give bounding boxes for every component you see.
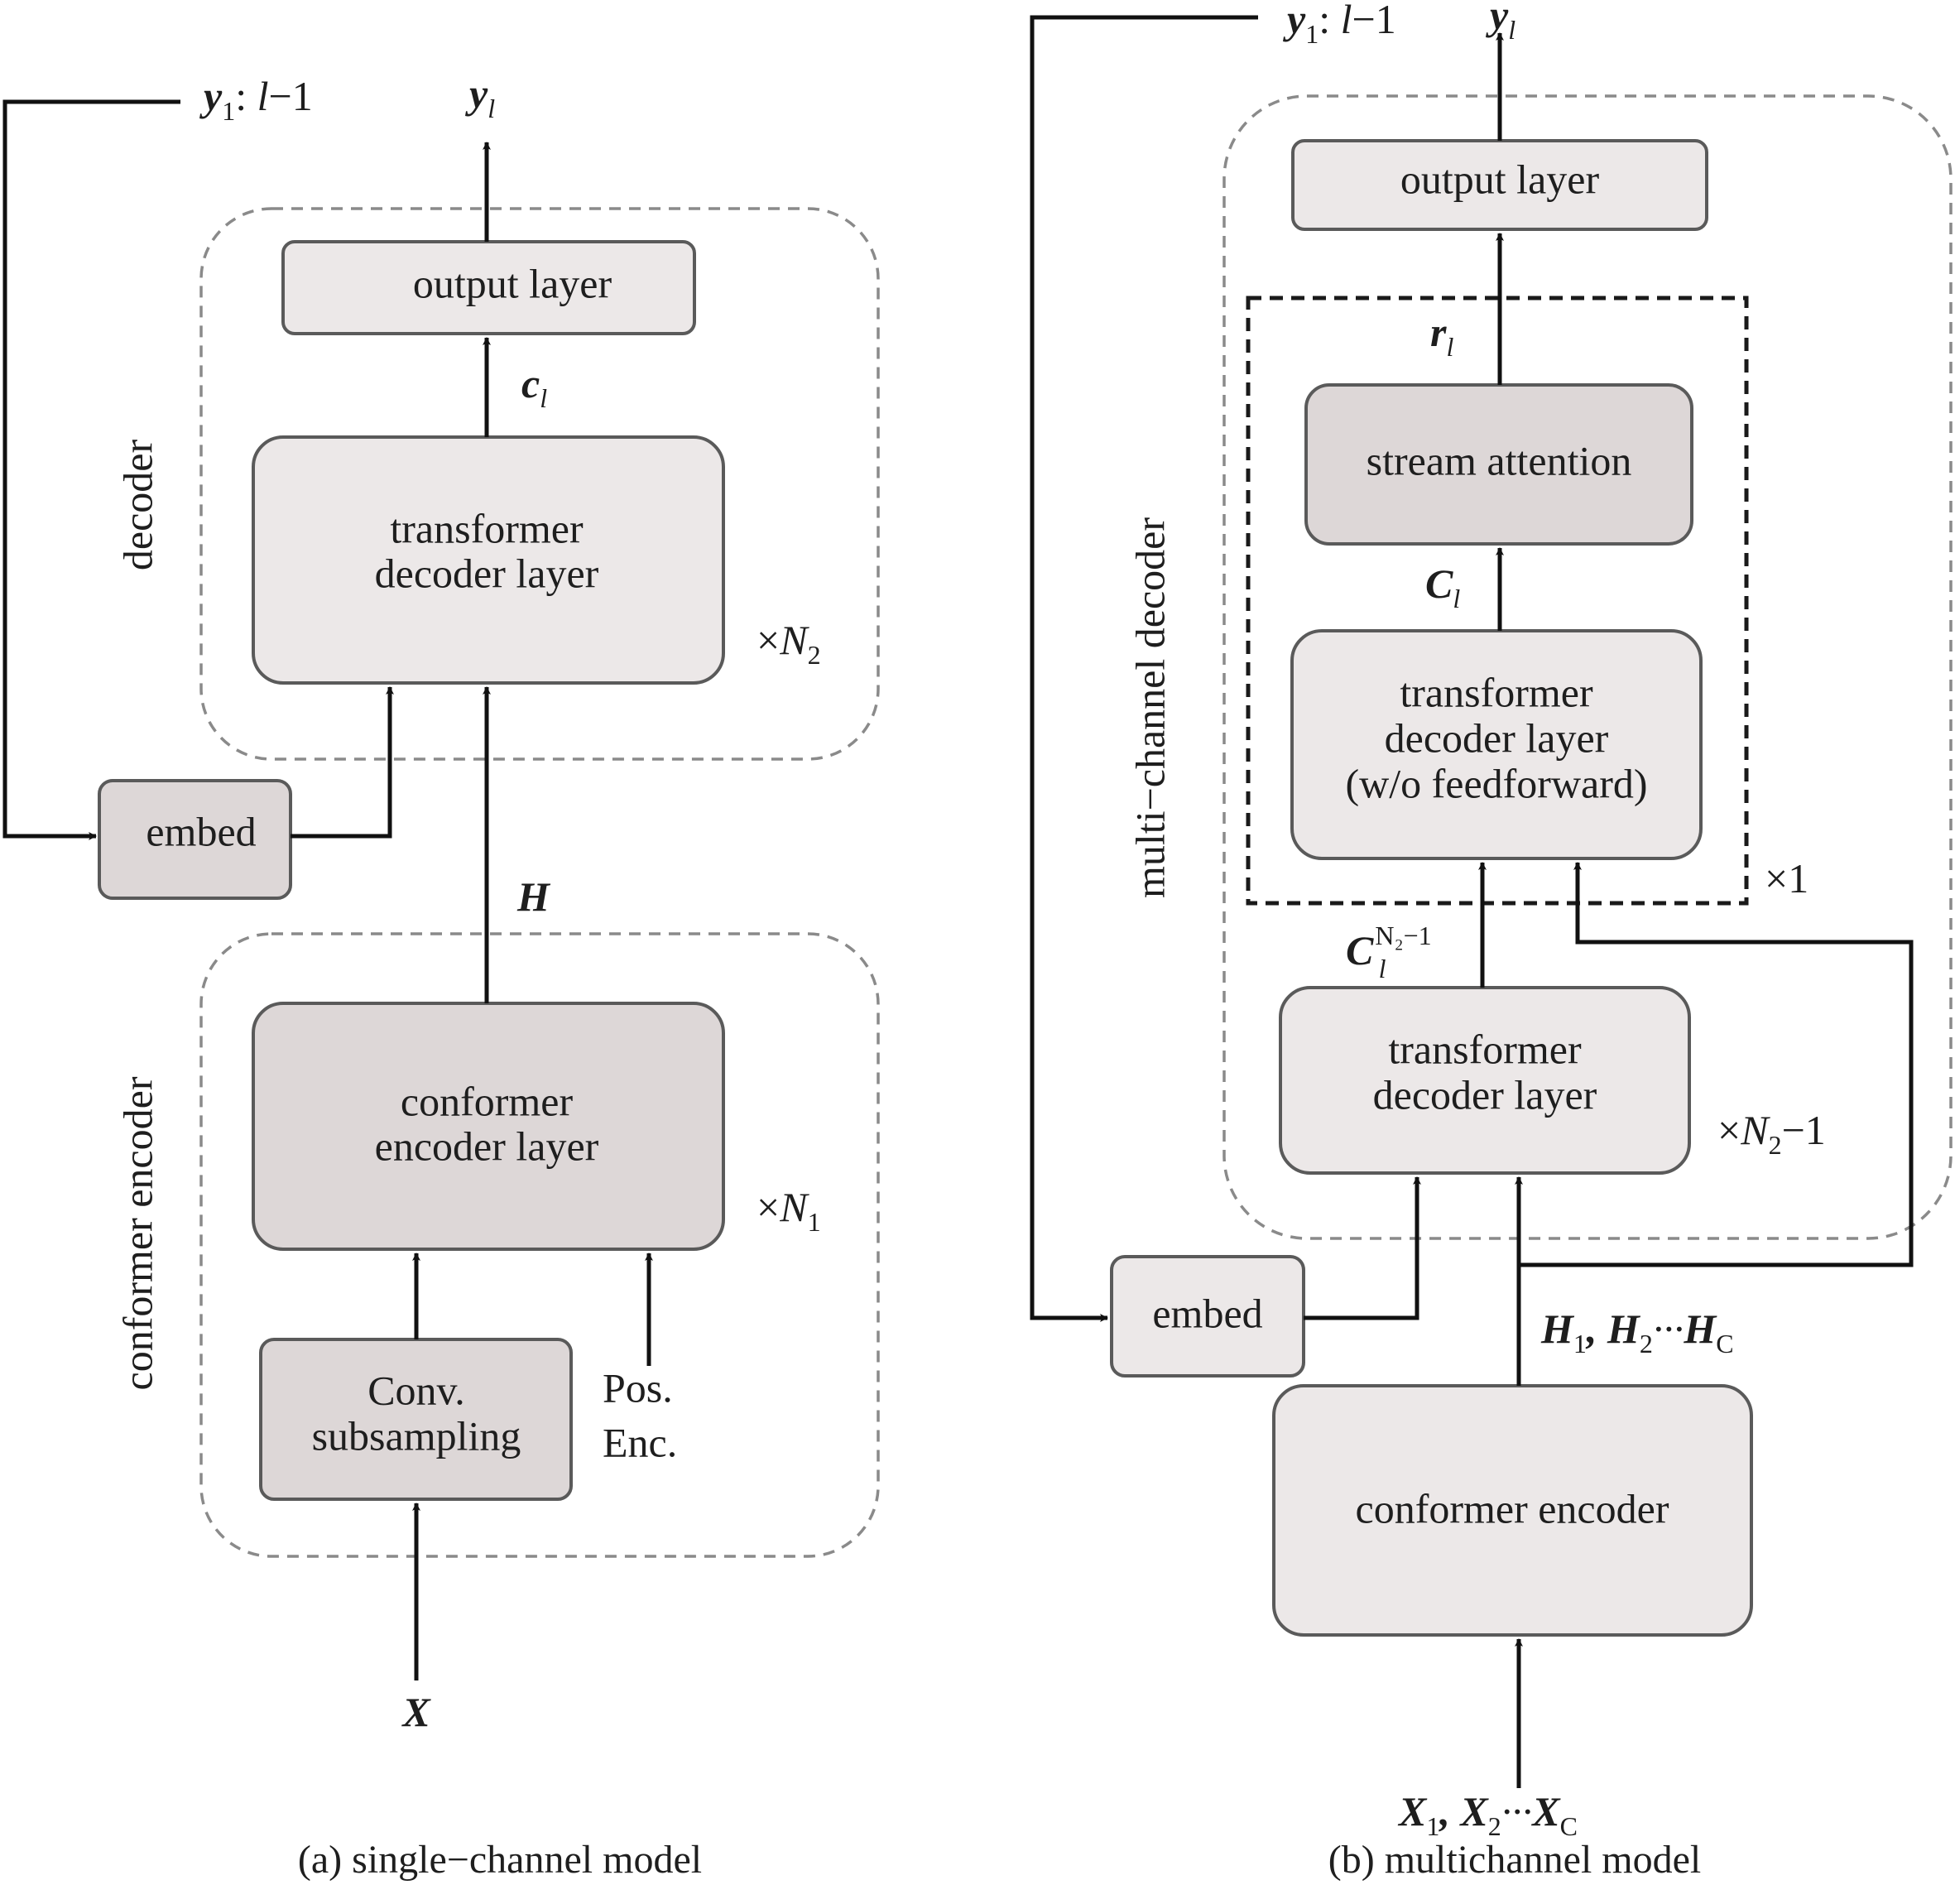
h-label-b: H1, H2···HC [1540, 1305, 1734, 1358]
encoder-layer-line2: encoder layer [375, 1123, 599, 1169]
caption-a: (a) single−channel model [298, 1838, 702, 1882]
conformer-encoder-box [1272, 1384, 1753, 1637]
decoder-noff-line2: decoder layer [1385, 714, 1609, 761]
feedback-label-b: y1: l−1 [1283, 0, 1396, 49]
caption-b: (b) multichannel model [1328, 1838, 1702, 1882]
stream-block-group [1246, 296, 1749, 906]
multichannel-decoder-label: multi−channel decoder [1126, 517, 1173, 898]
embed-label-b: embed [1152, 1290, 1262, 1336]
embed-to-decoder-wire-b [1304, 1176, 1421, 1320]
encoder-group [199, 932, 880, 1558]
feedback-wire-a [2, 99, 180, 840]
encoder-layer-line1: conformer [401, 1078, 574, 1124]
Cl-label: Cl [1425, 560, 1460, 613]
stream-attention-label: stream attention [1367, 437, 1632, 483]
repeat-decoder-b: ×N2−1 [1717, 1107, 1826, 1160]
embed-label: embed [146, 808, 256, 854]
cl-label: cl [521, 360, 547, 413]
conv-line2: subsampling [312, 1412, 521, 1459]
encoder-group-label: conformer encoder [114, 1076, 161, 1390]
pos-enc-line2: Enc. [603, 1419, 677, 1465]
repeat-encoder-a: ×N1 [757, 1184, 821, 1237]
repeat-one-b: ×1 [1765, 855, 1808, 902]
decoder-b-line1: transformer [1388, 1026, 1582, 1072]
output-label-b: yl [1486, 0, 1515, 45]
decoder-noff-line1: transformer [1400, 669, 1593, 715]
conv-line1: Conv. [367, 1367, 465, 1413]
decoder-b-line2: decoder layer [1373, 1071, 1597, 1118]
feedback-label-a: y1: l−1 [199, 73, 313, 126]
decoder-layer-noff-box [1290, 629, 1703, 860]
input-label-b: X1, X2···XC [1397, 1788, 1578, 1841]
output-label-a: yl [465, 70, 495, 123]
decoder-group-label: decoder [114, 440, 161, 571]
decoder-layer-box-b [1279, 986, 1691, 1175]
input-label-a: X [401, 1689, 431, 1735]
panel-a: decoder conformer encoder output layer t… [2, 70, 880, 1882]
embed-box [98, 779, 292, 900]
decoder-layer-line2: decoder layer [375, 550, 599, 596]
conformer-encoder-label: conformer encoder [1356, 1485, 1669, 1531]
multichannel-decoder-group [1222, 94, 1953, 1240]
pos-enc-line1: Pos. [603, 1364, 673, 1411]
decoder-group [199, 207, 880, 761]
output-layer-label-b: output layer [1400, 156, 1600, 202]
feedback-wire-b [1030, 15, 1258, 1322]
rl-label: rl [1430, 309, 1453, 362]
decoder-layer-line1: transformer [390, 505, 584, 551]
h-label-a: H [516, 873, 551, 920]
decoder-noff-line3: (w/o feedforward) [1345, 760, 1647, 806]
h-bypass-wire [1519, 862, 1914, 1267]
output-layer-label: output layer [413, 260, 612, 306]
embed-to-decoder-wire [291, 686, 394, 839]
panel-b: multi−channel decoder output layer strea… [1030, 0, 1953, 1882]
repeat-decoder-a: ×N2 [757, 617, 821, 670]
